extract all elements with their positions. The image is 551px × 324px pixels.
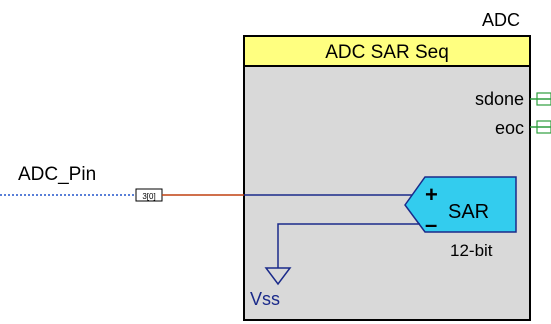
pin-name: ADC_Pin <box>18 164 96 185</box>
internal-wire-minus <box>277 223 420 268</box>
sar-plus-sign: + <box>425 182 438 207</box>
pin-index: 3[0] <box>142 192 155 201</box>
component-instance-name: ADC <box>482 10 520 30</box>
sar-minus-sign: – <box>425 212 437 237</box>
sar-block[interactable] <box>404 176 517 233</box>
component-title: ADC SAR Seq <box>325 42 449 63</box>
sar-resolution: 12-bit <box>450 241 493 260</box>
ground-label: Vss <box>250 289 280 309</box>
ground-icon <box>264 267 292 286</box>
pin-index-box[interactable]: 3[0] <box>135 188 163 202</box>
component-title-bar <box>243 35 531 67</box>
output-terminal-sdone[interactable] <box>530 92 551 106</box>
output-terminal-eoc[interactable] <box>530 120 551 134</box>
output-label-sdone: sdone <box>475 89 524 109</box>
sar-label: SAR <box>448 201 489 223</box>
output-label-eoc: eoc <box>495 118 524 138</box>
